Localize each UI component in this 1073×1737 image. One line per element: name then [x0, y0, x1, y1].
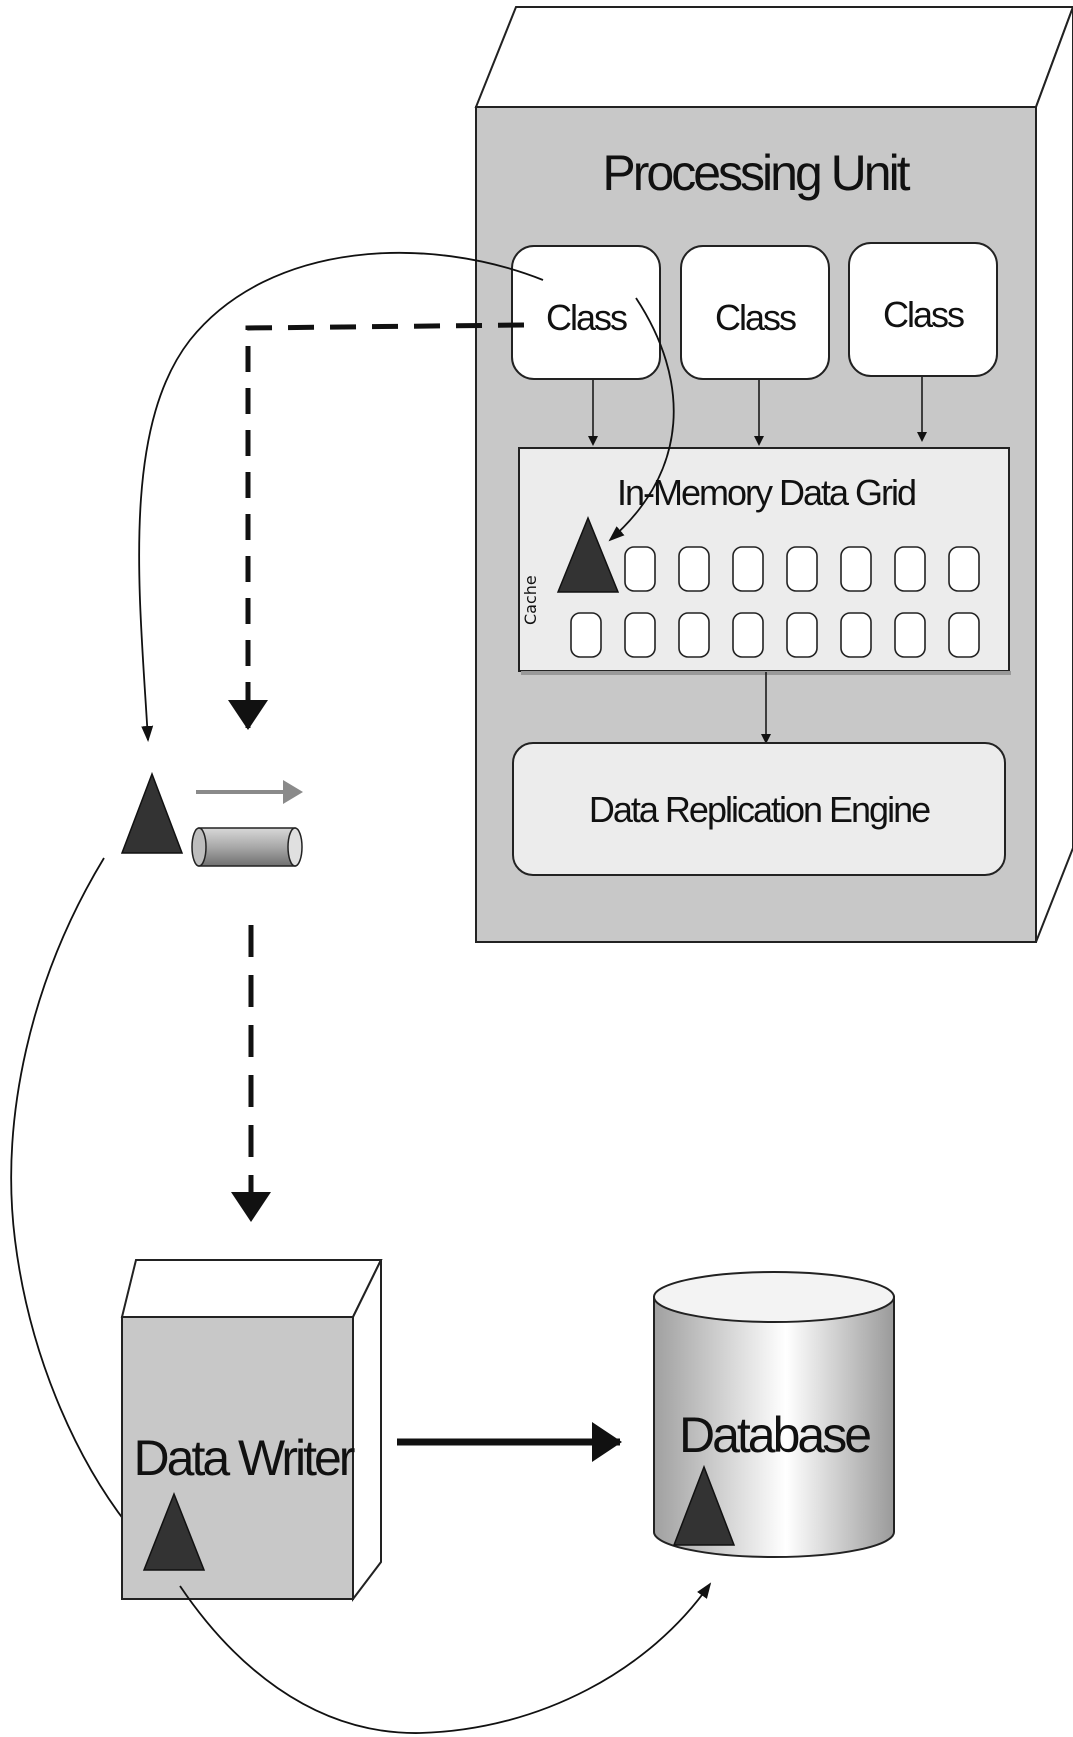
class-box-1: Class	[511, 245, 661, 380]
cache-cell-12	[786, 612, 818, 658]
message-to-writer-curve	[10, 857, 142, 1542]
cache-cell-5	[840, 546, 872, 592]
class-to-message-curve	[138, 251, 544, 742]
cache-cell-11	[732, 612, 764, 658]
cache-cell-15	[948, 612, 980, 658]
message-triangle	[120, 771, 184, 854]
data-replication-engine: Data Replication Engine	[512, 742, 1006, 876]
cache-cell-6	[894, 546, 926, 592]
class-box-1-label: Class	[546, 297, 627, 338]
cache-cell-10	[678, 612, 710, 658]
database-label: Database	[679, 1407, 870, 1463]
cache-cells	[570, 546, 980, 658]
cache-cell-4	[786, 546, 818, 592]
replication-engine-label: Data Replication Engine	[589, 789, 930, 830]
class-box-3-label: Class	[883, 294, 964, 335]
cache-cell-8	[570, 612, 602, 658]
class-box-2-label: Class	[715, 297, 796, 338]
cache-cell-7	[948, 546, 980, 592]
data-writer-label: Data Writer	[134, 1430, 355, 1486]
grid-title: In-Memory Data Grid	[617, 472, 915, 513]
cache-cell-13	[840, 612, 872, 658]
writer-to-database-curve	[179, 1582, 712, 1734]
cache-label: Cache	[521, 575, 540, 625]
cache-cell-14	[894, 612, 926, 658]
writer-object-triangle	[142, 1491, 206, 1571]
class-box-3: Class	[848, 242, 998, 377]
database-object-triangle	[672, 1464, 736, 1546]
cache-cell-1	[624, 546, 656, 592]
cache-cell-9	[624, 612, 656, 658]
message-queue-pipe	[191, 827, 303, 867]
class-to-cache-curve	[608, 297, 675, 542]
queue-flow-arrow	[196, 780, 303, 804]
cache-cell-2	[678, 546, 710, 592]
cache-object-triangle	[556, 516, 620, 593]
cache-cell-3	[732, 546, 764, 592]
class-box-2: Class	[680, 245, 830, 380]
processing-unit-title: Processing Unit	[602, 145, 910, 201]
